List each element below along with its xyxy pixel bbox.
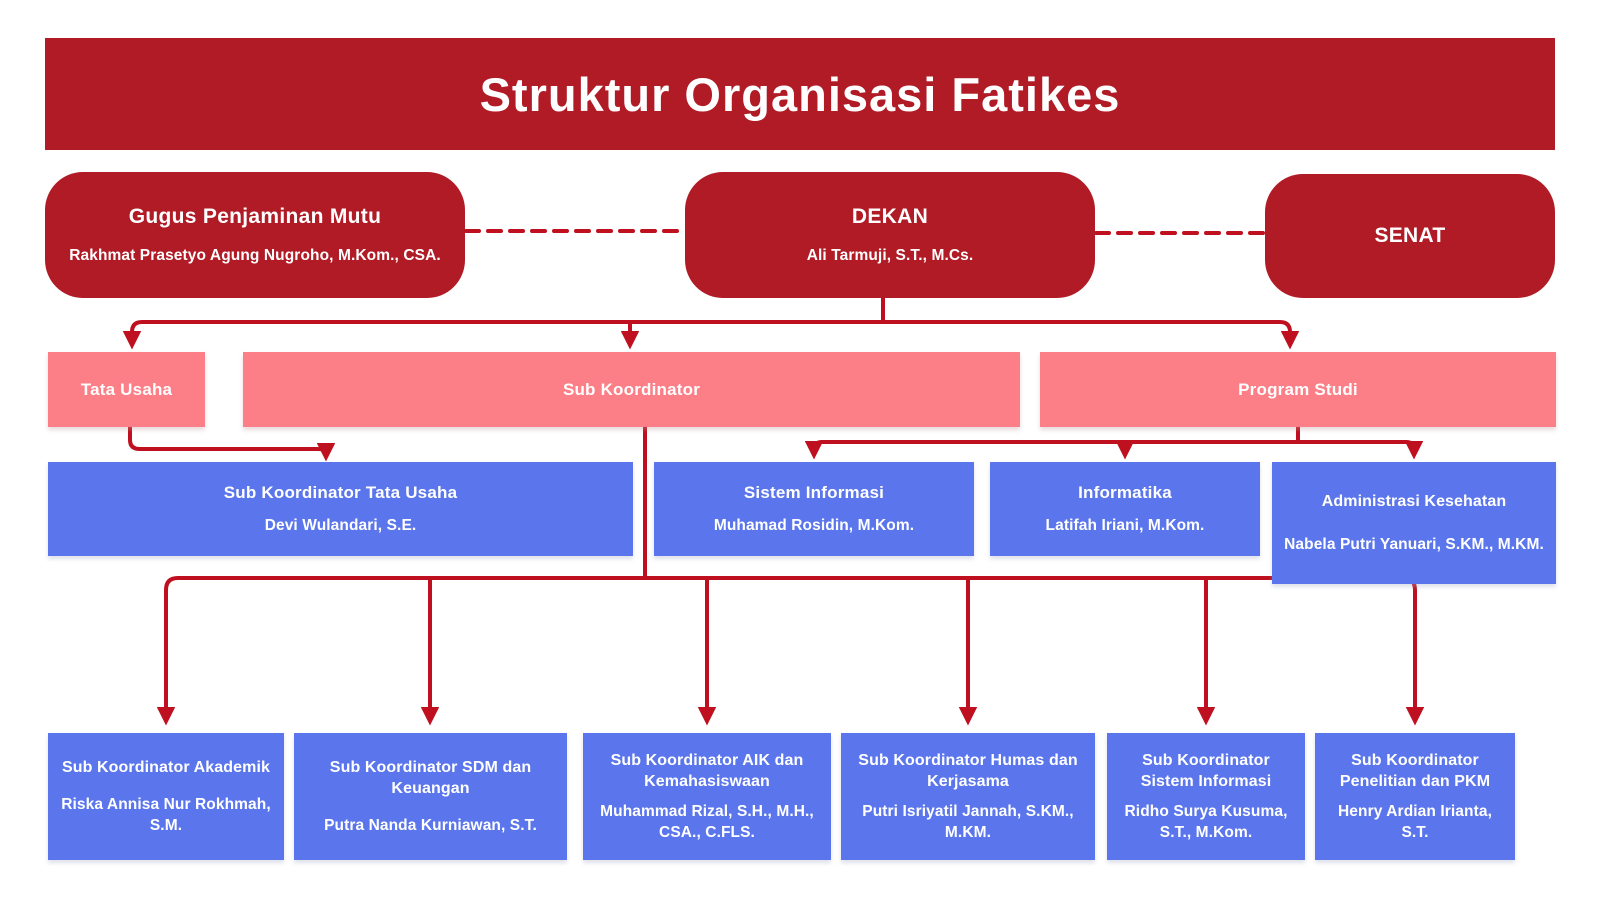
node-program-studi: Program Studi	[1040, 352, 1556, 427]
node-title: Tata Usaha	[80, 379, 173, 399]
node-person-name: Muhammad Rizal, S.H., M.H., CSA., C.FLS.	[600, 803, 814, 841]
node-title: Sub Koordinator	[562, 379, 701, 399]
node-sistem-informasi: Sistem Informasi Muhamad Rosidin, M.Kom.	[654, 462, 974, 556]
node-title: Sub Koordinator Penelitian dan PKM	[1339, 752, 1491, 790]
node-title: DEKAN	[851, 204, 929, 228]
node-person-name: Henry Ardian Irianta, S.T.	[1338, 803, 1492, 841]
node-title: Gugus Penjaminan Mutu	[128, 204, 382, 228]
node-sub-koordinator-sistem-informasi: Sub Koordinator Sistem Informasi Ridho S…	[1107, 733, 1305, 860]
node-sub-koordinator-aik-kemahasiswaan: Sub Koordinator AIK dan Kemahasiswaan Mu…	[583, 733, 831, 860]
node-informatika: Informatika Latifah Iriani, M.Kom.	[990, 462, 1260, 556]
node-sub-koordinator-penelitian-pkm: Sub Koordinator Penelitian dan PKM Henry…	[1315, 733, 1515, 860]
node-person-name: Ali Tarmuji, S.T., M.Cs.	[806, 247, 974, 265]
dekan-branch-bar	[122, 320, 1300, 350]
node-title: Administrasi Kesehatan	[1321, 493, 1507, 511]
node-title: Sub Koordinator AIK dan Kemahasiswaan	[610, 752, 804, 790]
node-sub-koordinator: Sub Koordinator	[243, 352, 1020, 427]
node-title: Program Studi	[1238, 379, 1358, 399]
tatausaha-elbow	[128, 425, 336, 462]
node-person-name: Devi Wulandari, S.E.	[264, 516, 417, 534]
subkoordinator-branch-bar	[156, 576, 1425, 726]
page-title: Struktur Organisasi Fatikes	[479, 67, 1121, 121]
node-person-name: Ridho Surya Kusuma, S.T., M.Kom.	[1124, 803, 1288, 841]
node-dekan: DEKAN Ali Tarmuji, S.T., M.Cs.	[685, 172, 1095, 298]
node-person-name: Putra Nanda Kurniawan, S.T.	[324, 817, 537, 834]
chart-title-banner: Struktur Organisasi Fatikes	[45, 38, 1555, 150]
node-sub-koordinator-tata-usaha: Sub Koordinator Tata Usaha Devi Wulandar…	[48, 462, 633, 556]
node-gugus-penjaminan-mutu: Gugus Penjaminan Mutu Rakhmat Prasetyo A…	[45, 172, 465, 298]
node-sub-koordinator-humas-kerjasama: Sub Koordinator Humas dan Kerjasama Putr…	[841, 733, 1095, 860]
node-person-name: Putri Isriyatil Jannah, S.KM., M.KM.	[862, 803, 1074, 841]
node-sub-koordinator-akademik: Sub Koordinator Akademik Riska Annisa Nu…	[48, 733, 284, 860]
prodi-branch-bar	[804, 440, 1424, 460]
node-person-name: Nabela Putri Yanuari, S.KM., M.KM.	[1284, 535, 1544, 553]
node-title: Sub Koordinator Akademik	[61, 759, 271, 776]
node-person-name: Riska Annisa Nur Rokhmah, S.M.	[61, 796, 271, 834]
node-title: SENAT	[1374, 224, 1446, 247]
node-administrasi-kesehatan: Administrasi Kesehatan Nabela Putri Yanu…	[1272, 462, 1556, 584]
node-title: Sub Koordinator Tata Usaha	[223, 483, 458, 503]
node-person-name: Muhamad Rosidin, M.Kom.	[713, 516, 915, 534]
node-title: Sistem Informasi	[743, 483, 885, 503]
node-title: Sub Koordinator Humas dan Kerjasama	[858, 752, 1078, 790]
node-tata-usaha: Tata Usaha	[48, 352, 205, 427]
node-title: Sub Koordinator Sistem Informasi	[1140, 752, 1272, 790]
node-senat: SENAT	[1265, 174, 1555, 298]
node-sub-koordinator-sdm-keuangan: Sub Koordinator SDM dan Keuangan Putra N…	[294, 733, 567, 860]
node-person-name: Latifah Iriani, M.Kom.	[1045, 516, 1205, 534]
node-title: Informatika	[1078, 483, 1172, 503]
node-title: Sub Koordinator SDM dan Keuangan	[329, 759, 532, 797]
node-person-name: Rakhmat Prasetyo Agung Nugroho, M.Kom., …	[69, 247, 441, 265]
